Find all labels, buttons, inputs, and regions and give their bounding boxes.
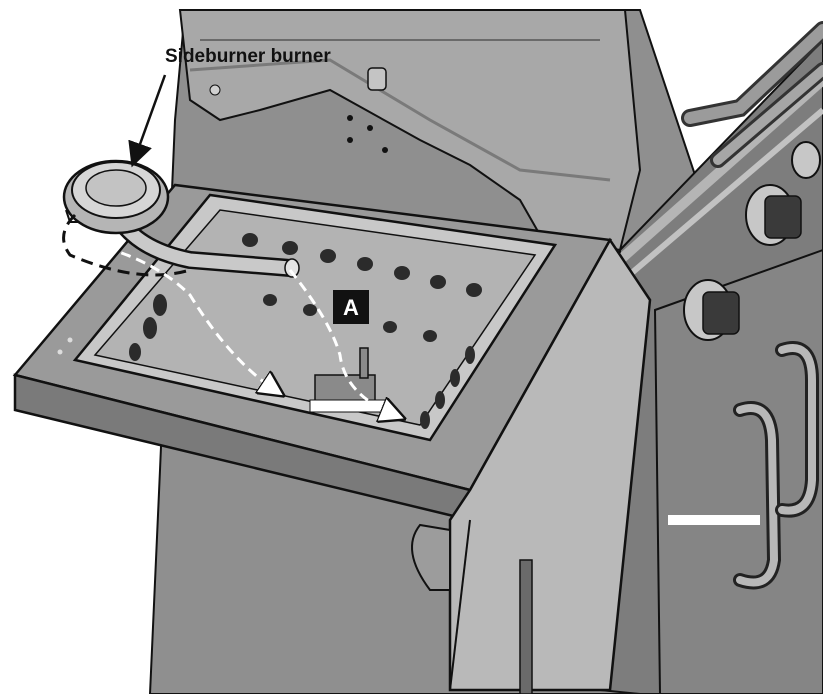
leg [519, 559, 533, 694]
placement-path-dashed-white-1 [74, 238, 275, 390]
control-knob [683, 279, 740, 341]
shelf-support [411, 523, 451, 591]
placement-path-dashed-white-2 [288, 269, 395, 415]
svg-text:A: A [343, 295, 359, 320]
white-indicator-bar [668, 515, 760, 525]
igniter-knob [791, 141, 821, 179]
callout-arrow [128, 74, 167, 168]
placement-path-dashed-black [62, 213, 191, 277]
sideburner-label: Sideburner burner [165, 46, 331, 67]
label-badge-a: A [333, 290, 369, 324]
control-knob [745, 184, 802, 246]
sideburner-burner [62, 159, 300, 278]
